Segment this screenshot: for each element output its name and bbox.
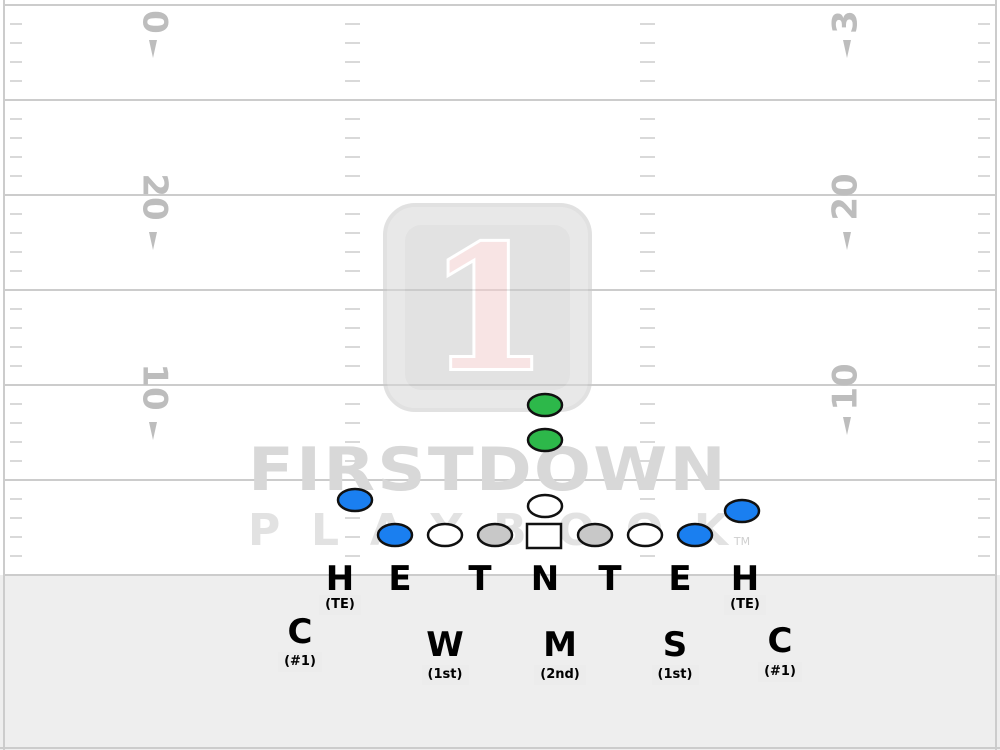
center[interactable]: [525, 522, 563, 550]
defender-m-note: (2nd): [534, 665, 586, 685]
left-guard[interactable]: [476, 522, 514, 548]
defender-c-left: C: [287, 612, 313, 652]
defender-n: N: [530, 559, 560, 599]
defender-s: S: [662, 625, 688, 665]
yard-number-right-mid: 20: [826, 173, 866, 220]
right-slot-receiver[interactable]: [723, 498, 761, 524]
defender-e-left: E: [388, 559, 412, 599]
right-end[interactable]: [676, 522, 714, 548]
direction-arrow-left-low: [149, 422, 157, 440]
yard-number-right-low: 10: [826, 363, 866, 410]
defender-h-left-note: (TE): [319, 595, 361, 615]
running-back-2[interactable]: [526, 427, 564, 453]
direction-arrow-left-top: [149, 40, 157, 58]
defender-c-left-note: (#1): [278, 652, 322, 672]
defender-w: W: [426, 625, 464, 665]
right-guard[interactable]: [576, 522, 614, 548]
defender-t-right: T: [598, 559, 622, 599]
logo-inner: [405, 225, 570, 390]
defender-c-right-note: (#1): [758, 662, 802, 682]
defender-h-left: H: [325, 559, 355, 599]
defender-t-left: T: [468, 559, 492, 599]
hash-marks: [10, 4, 990, 557]
defender-h-right: H: [730, 559, 760, 599]
yard-number-left-low: 10: [135, 363, 175, 410]
defender-w-note: (1st): [421, 665, 469, 685]
defender-m: M: [543, 625, 577, 665]
defender-c-right: C: [767, 621, 793, 661]
yard-number-left-mid: 20: [135, 173, 175, 220]
yard-lines: [4, 4, 996, 576]
quarterback[interactable]: [526, 493, 564, 519]
left-tackle[interactable]: [426, 522, 464, 548]
watermark-brand: FIRSTDOWN: [248, 435, 728, 505]
yard-number-left-top: 0: [135, 10, 175, 34]
defender-s-note: (1st): [651, 665, 699, 685]
watermark-logo: 1: [383, 203, 592, 412]
direction-arrow-right-mid: [843, 232, 851, 250]
defender-e-right: E: [668, 559, 692, 599]
watermark-trademark: TM: [733, 535, 750, 548]
defender-h-right-note: (TE): [724, 595, 766, 615]
lower-band: [0, 575, 1000, 750]
left-end[interactable]: [376, 522, 414, 548]
offense: [336, 392, 761, 550]
logo-digit: 1: [429, 209, 547, 409]
running-back-1[interactable]: [526, 392, 564, 418]
direction-arrow-right-top: [843, 40, 851, 58]
yard-number-right-top: 3: [826, 10, 866, 34]
direction-arrow-left-mid: [149, 232, 157, 250]
left-slot-receiver[interactable]: [336, 487, 374, 513]
right-tackle[interactable]: [626, 522, 664, 548]
direction-arrow-right-low: [843, 417, 851, 435]
